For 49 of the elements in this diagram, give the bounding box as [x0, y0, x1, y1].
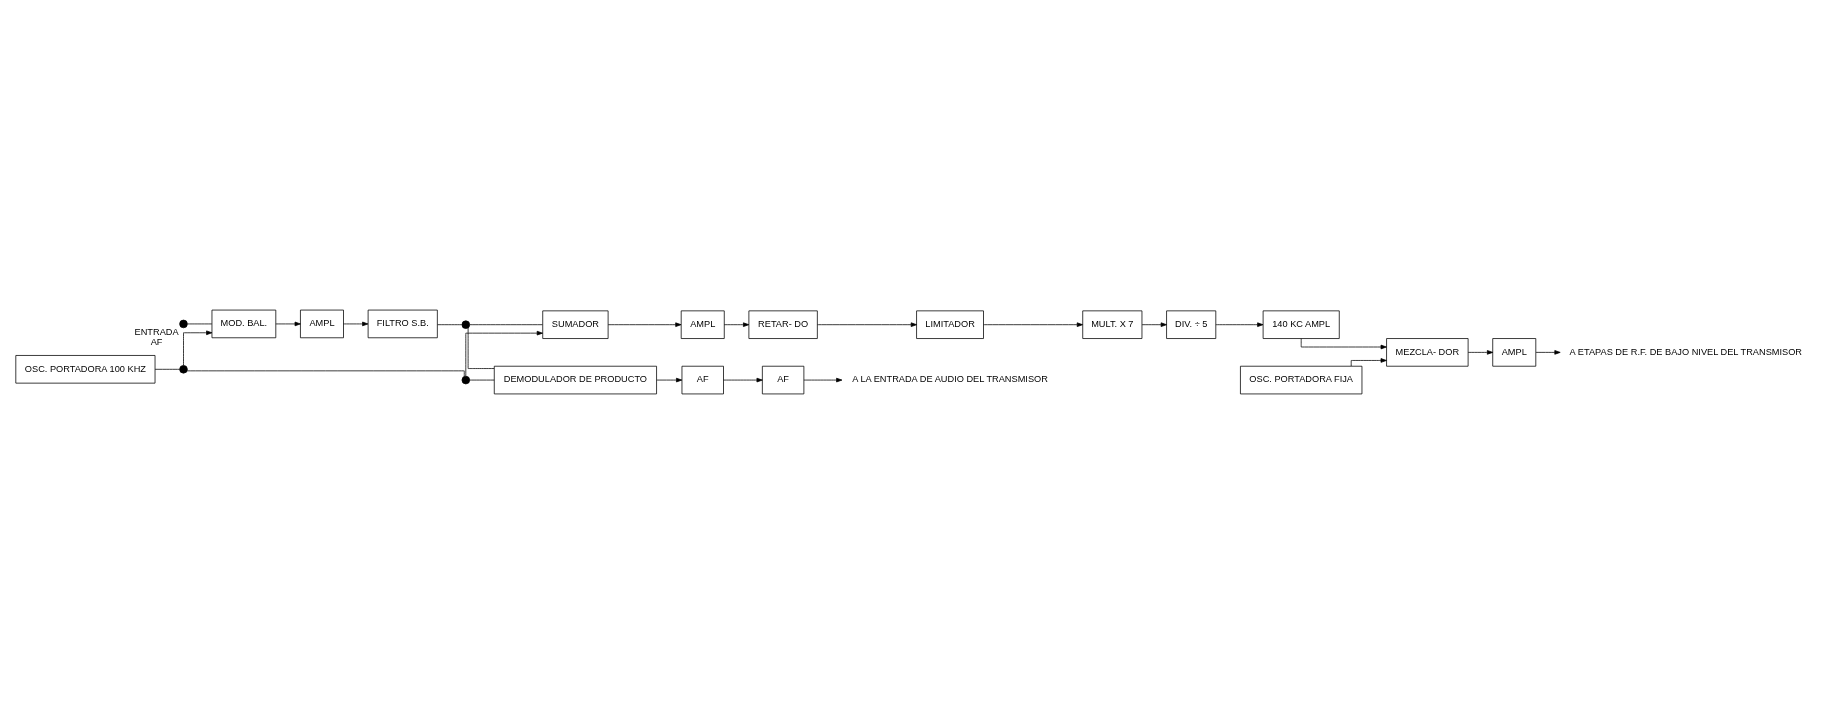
node-box: OSC. PORTADORA FIJA [1240, 365, 1363, 395]
arrow [723, 377, 763, 383]
connector [467, 327, 495, 369]
arrow [607, 322, 682, 327]
arrow [1141, 322, 1167, 327]
arrow [1467, 350, 1494, 355]
arrow [1350, 358, 1387, 367]
node-box: AMPL [680, 310, 725, 339]
connector [469, 379, 495, 381]
node-label: AF [150, 337, 163, 348]
node-box: MULT. X 7 [1082, 310, 1143, 339]
arrow [1215, 322, 1264, 327]
arrow [465, 330, 543, 377]
arrow [343, 321, 369, 327]
arrow [803, 377, 843, 383]
node-label: ENTRADA [134, 327, 179, 338]
arrow [817, 322, 917, 327]
node-box: OSC. PORTADORA 100 KHZ [15, 355, 156, 384]
node-text: A ETAPAS DE R.F. DE BAJO NIVEL DEL TRANSMISOR [1569, 346, 1803, 357]
node-box: 140 KC AMPL [1262, 310, 1340, 339]
node-box: MEZCLA- DOR [1386, 338, 1469, 367]
node-box: AF [681, 365, 724, 395]
connector [437, 324, 463, 326]
arrow [275, 321, 301, 327]
node-box: AF [761, 365, 805, 395]
node-box: FILTRO S.B. [367, 309, 438, 339]
arrow [1300, 338, 1387, 350]
connector [186, 370, 465, 377]
arrow [983, 322, 1083, 327]
node-circle [461, 375, 471, 385]
node-text: A LA ENTRADA DE AUDIO DEL TRANSMISOR [852, 374, 1048, 385]
node-box: DIV. ÷ 5 [1166, 310, 1217, 339]
node-box: RETAR- DO [748, 310, 818, 339]
connector [187, 323, 213, 325]
node-box: SUMADOR [542, 310, 609, 339]
node-circle [179, 365, 188, 374]
node-circle [461, 320, 471, 329]
arrow [183, 330, 213, 366]
node-circle [179, 319, 188, 329]
node-box: AMPL [1492, 338, 1537, 367]
connector [154, 368, 180, 370]
node-box: AMPL [300, 309, 344, 339]
connector [469, 324, 543, 326]
arrow [656, 377, 683, 383]
node-box: DEMODULADOR DE PRODUCTO [493, 365, 657, 395]
arrow [723, 322, 750, 327]
node-box: LIMITADOR [916, 310, 984, 339]
arrow [1535, 350, 1561, 355]
node-box: MOD. BAL. [211, 309, 277, 339]
